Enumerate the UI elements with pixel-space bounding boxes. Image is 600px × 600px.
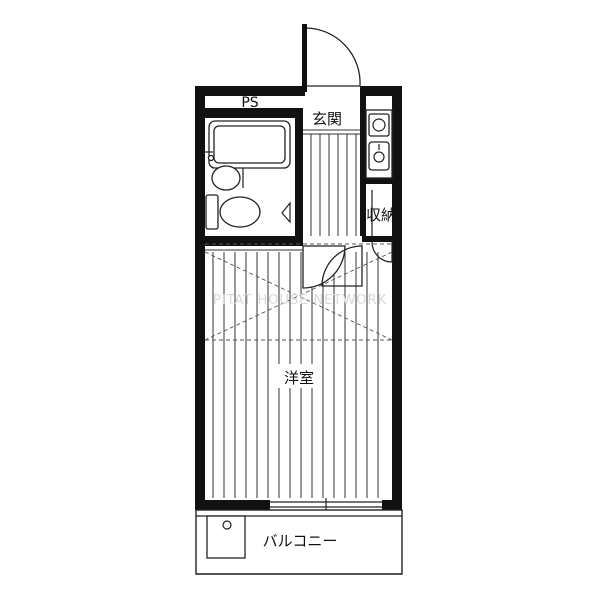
western-room: 洋室	[204, 243, 393, 498]
western-room-label: 洋室	[284, 369, 314, 387]
washbasin-icon	[211, 165, 241, 191]
ac-outdoor-unit-icon	[206, 515, 246, 559]
entrance-label: 玄関	[312, 110, 342, 128]
sink-icon	[368, 141, 390, 171]
ps-label: PS	[241, 95, 258, 111]
balcony-label: バルコニー	[263, 532, 338, 550]
unit-bath	[205, 118, 295, 236]
ps-space: PS	[205, 95, 295, 111]
balcony-window	[270, 498, 382, 510]
kitchen	[365, 109, 393, 179]
watermark-text: PITAT HOUSE NETWORK	[213, 293, 387, 308]
toilet-icon	[219, 196, 261, 228]
stove-icon	[368, 113, 390, 137]
balcony: バルコニー	[195, 509, 403, 575]
entrance-door	[302, 24, 361, 92]
entrance-corridor: 玄関	[303, 96, 360, 236]
outer-walls	[195, 86, 402, 510]
storage-label: 収納	[366, 206, 396, 224]
storage: 収納	[366, 184, 396, 263]
